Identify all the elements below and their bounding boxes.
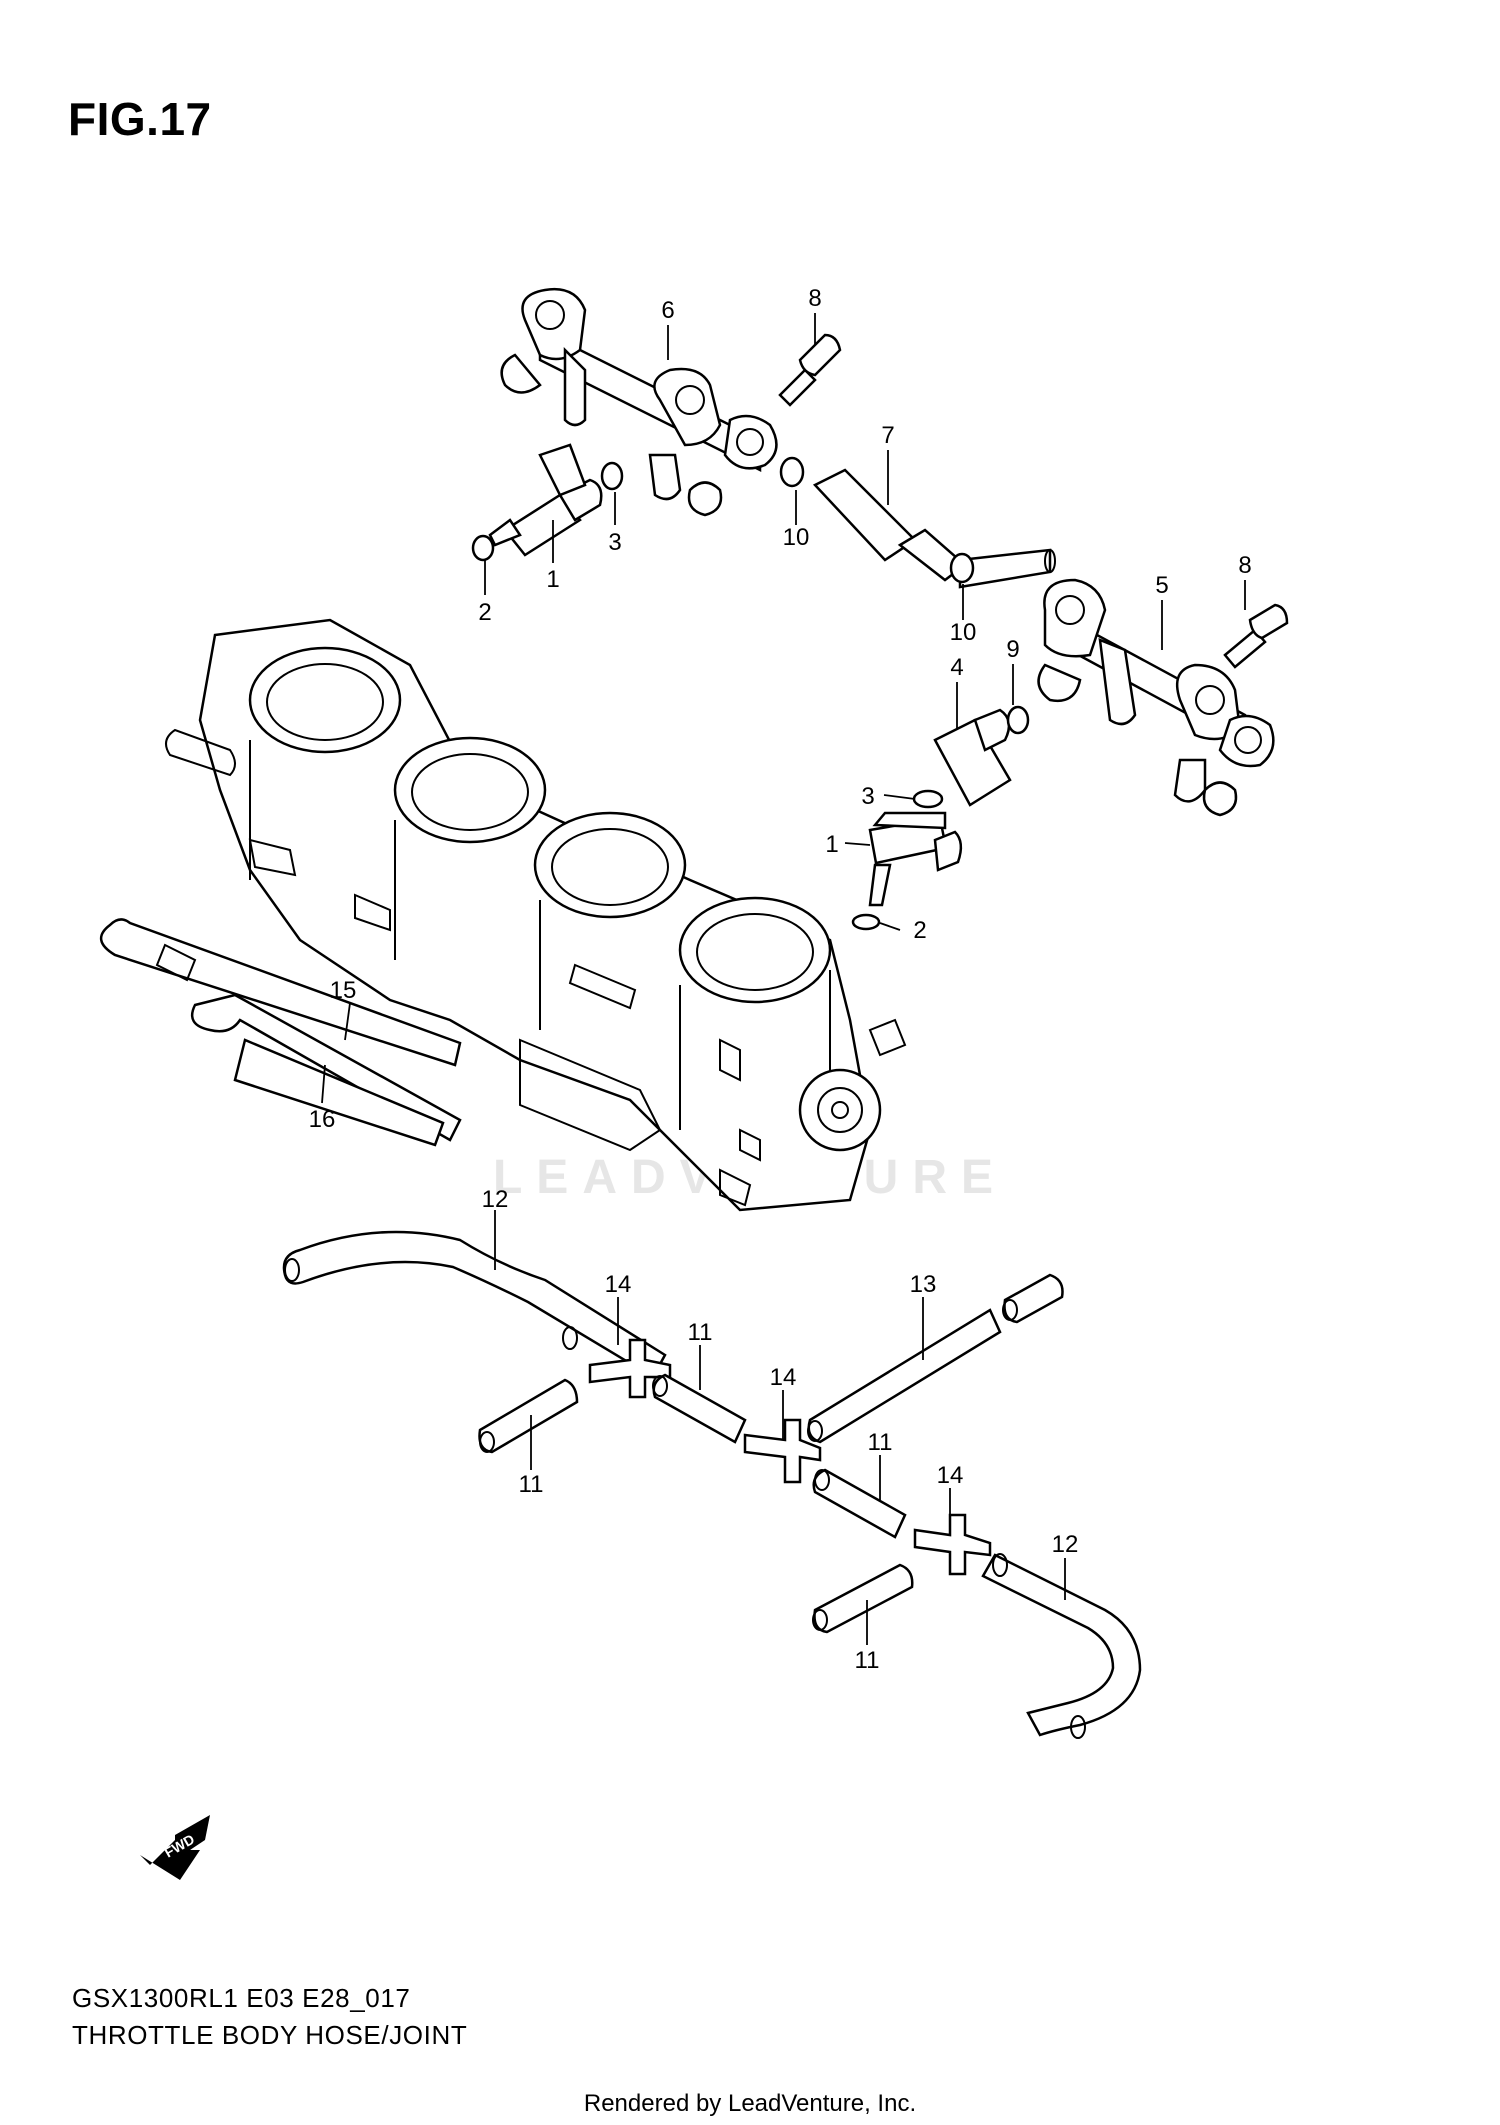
o-ring-2-lower (851, 913, 881, 931)
callout-2-upper: 2 (478, 599, 491, 626)
callout-8-upper: 8 (808, 285, 821, 312)
callout-1-lower: 1 (825, 831, 838, 858)
callout-9: 9 (1006, 636, 1019, 663)
callout-3-lower: 3 (861, 783, 874, 810)
hose-13 (807, 1308, 1002, 1444)
callout-16: 16 (309, 1106, 336, 1133)
fwd-arrow-icon: FWD (140, 1815, 210, 1880)
hose-11-c (812, 1468, 907, 1539)
callout-14-right: 14 (937, 1462, 964, 1489)
hose-11-d (812, 1563, 914, 1634)
o-ring-10-lower (949, 552, 975, 584)
callout-3-upper: 3 (608, 529, 621, 556)
hose-13-cap (1002, 1273, 1064, 1324)
o-ring-3-lower (912, 789, 944, 809)
callout-8-right: 8 (1238, 552, 1251, 579)
callout-7: 7 (881, 422, 894, 449)
callout-14-left: 14 (605, 1271, 632, 1298)
callout-11-a: 11 (688, 1319, 713, 1346)
caption-code: GSX1300RL1 E03 E28_017 (72, 1983, 411, 2013)
callout-2-lower: 2 (913, 917, 926, 944)
tee-joint-14-center (743, 1418, 822, 1484)
fuel-rail-right (1037, 578, 1275, 817)
fuel-rail-upper (500, 287, 778, 517)
callout-11-d: 11 (855, 1647, 880, 1674)
hose-12-right (981, 1553, 1142, 1739)
callout-1-upper: 1 (546, 566, 559, 593)
figure-title: FIG.17 (68, 93, 212, 145)
cap (933, 708, 1012, 807)
fuel-pipe (812, 468, 1056, 589)
callout-5: 5 (1155, 572, 1168, 599)
bolt-right (1223, 603, 1289, 669)
hose-11-b (652, 1373, 747, 1444)
callout-14-center: 14 (770, 1364, 797, 1391)
callout-13: 13 (910, 1271, 937, 1298)
hose-15-16 (100, 918, 462, 1147)
callout-6: 6 (661, 297, 674, 324)
footer-credit: Rendered by LeadVenture, Inc. (583, 2090, 917, 2117)
caption-description: THROTTLE BODY HOSE/JOINT (72, 2020, 468, 2050)
bolt-upper (778, 333, 842, 407)
callout-11-b: 11 (519, 1471, 544, 1498)
leader-lines (321, 313, 1246, 1645)
o-ring-10-upper (779, 456, 805, 488)
callout-4: 4 (950, 654, 963, 681)
callout-10-lower: 10 (950, 619, 977, 646)
injector-lower (868, 811, 963, 907)
callout-12-right: 12 (1052, 1531, 1079, 1558)
callout-12-left: 12 (482, 1186, 509, 1213)
callouts: 6 8 7 1 3 10 2 10 5 8 9 4 3 1 2 15 16 12… (309, 285, 1252, 1674)
injector-upper (488, 443, 603, 557)
o-ring-upper-left (471, 534, 495, 562)
callout-15: 15 (330, 977, 357, 1004)
o-ring-9 (1006, 705, 1030, 735)
o-ring-3-upper (600, 461, 624, 491)
callout-10-upper: 10 (783, 524, 810, 551)
callout-11-c: 11 (868, 1429, 893, 1456)
throttle-body-assembly (165, 618, 907, 1212)
tee-joint-14-right (913, 1513, 992, 1576)
hose-12-left (282, 1230, 667, 1379)
hose-11-a (478, 1378, 579, 1454)
